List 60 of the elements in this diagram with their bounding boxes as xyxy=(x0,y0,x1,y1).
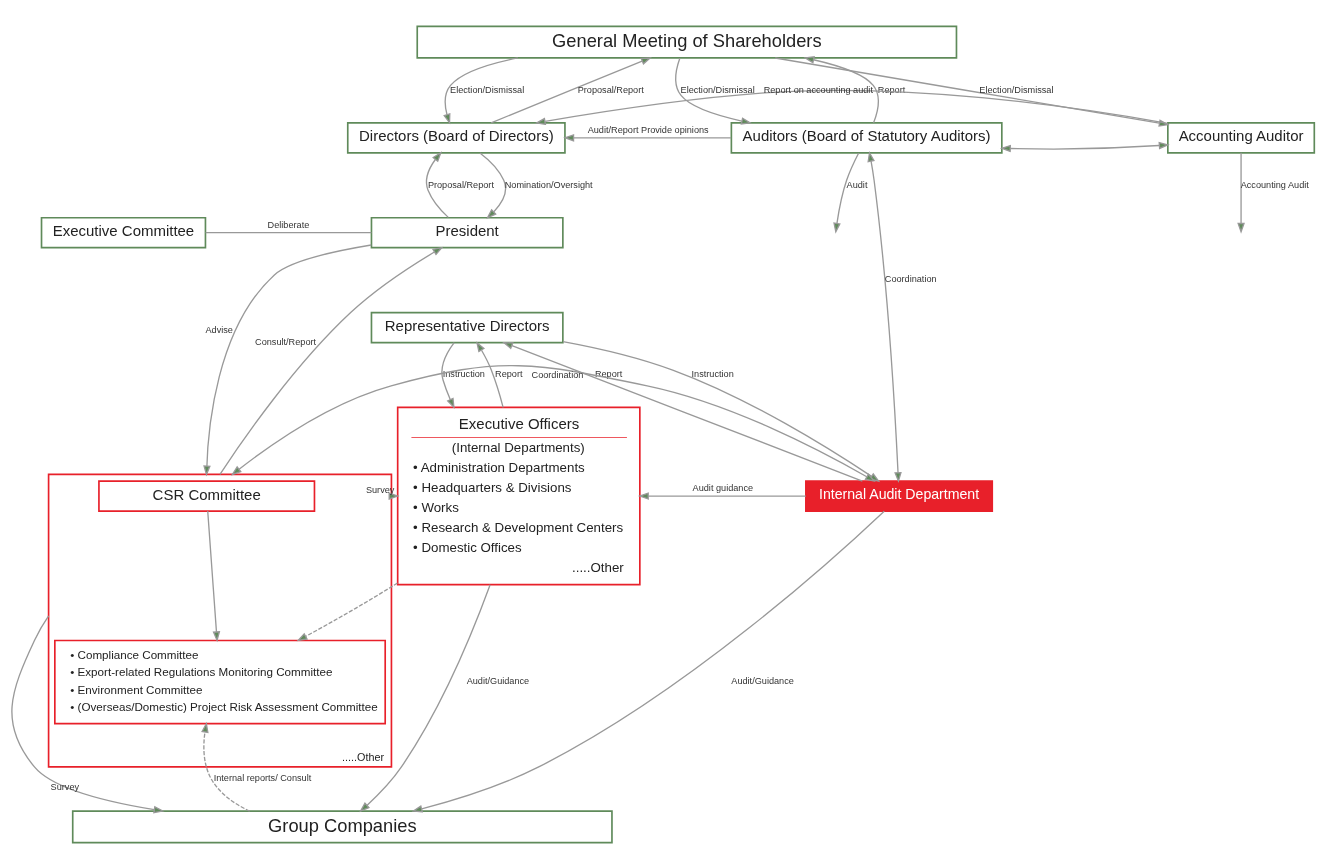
edge-label: Audit/Report Provide opinions xyxy=(587,124,709,135)
edge-label: Audit guidance xyxy=(692,482,754,493)
edge-label: Coordination xyxy=(531,369,584,380)
arrow xyxy=(203,243,372,476)
node-box: Auditors (Board of Statutory Auditors) xyxy=(730,121,1003,154)
arrow xyxy=(201,721,251,812)
arrow xyxy=(1237,151,1245,234)
edge-label: Election/Dismissal xyxy=(979,84,1054,95)
node-box: • Compliance Committee • Export-related Regulations Monitoring Committee • Environment Committee • (Overseas/Domestic) Project Risk Assessment Committee xyxy=(54,639,387,724)
edge-label: Election/Dismissal xyxy=(680,84,755,95)
arrow xyxy=(219,246,444,475)
arrow xyxy=(11,614,165,813)
node-box: Group Companies xyxy=(71,809,613,843)
edge-label: Proposal/Report xyxy=(427,179,494,190)
arrow xyxy=(490,56,652,123)
edge-label: Audit/Guidance xyxy=(731,675,794,686)
edge-label: Accounting Audit xyxy=(1240,179,1309,190)
edge-label: Coordination xyxy=(884,273,937,284)
node-box: Executive Committee xyxy=(40,216,207,248)
edge-label: Instruction xyxy=(442,368,485,379)
arrow xyxy=(230,364,876,482)
edge-label: Proposal/Report xyxy=(577,84,644,95)
edge-label: Deliberate xyxy=(267,219,310,230)
arrow xyxy=(207,509,221,642)
edge-label: Advise xyxy=(205,324,233,335)
arrow xyxy=(563,133,732,142)
arrow xyxy=(425,150,449,218)
arrow xyxy=(999,141,1170,152)
edge-label: Report xyxy=(877,84,906,95)
arrow xyxy=(443,56,519,125)
arrow xyxy=(359,583,491,812)
node-box: Directors (Board of Directors) xyxy=(346,121,566,154)
arrow xyxy=(833,151,860,234)
connector xyxy=(204,231,373,233)
edge-label: Consult/Report xyxy=(255,336,317,347)
node-box: Executive Officers (Internal Departments) • Administration Departments • Headquarters & Divisions • Works • Research & Development Centers • Domestic Offices .....Other xyxy=(396,406,641,586)
arrow xyxy=(637,491,807,500)
edge-label: Audit xyxy=(846,179,868,190)
arrow xyxy=(502,341,863,482)
node-box: Internal Audit Department xyxy=(805,479,994,512)
edge-label: Report xyxy=(495,368,523,379)
arrow xyxy=(441,341,455,409)
node-box: General Meeting of Shareholders xyxy=(416,25,958,59)
arrow xyxy=(476,340,504,408)
arrow xyxy=(675,57,753,125)
arrow xyxy=(296,581,399,641)
arrow xyxy=(411,510,885,813)
node-box: Representative Directors xyxy=(370,311,564,343)
edge-label: Internal reports/ Consult xyxy=(213,772,312,783)
edge-label: Audit/Guidance xyxy=(466,675,530,686)
edge-label: Report on accounting audit xyxy=(763,84,873,95)
edge-label: Instruction xyxy=(691,368,734,379)
arrow xyxy=(479,151,507,219)
arrow xyxy=(803,55,879,123)
node-box: CSR Committee xyxy=(98,479,316,512)
edge-label: Survey xyxy=(50,781,80,792)
edge-label: Nomination/Oversight xyxy=(504,179,593,190)
node-box: Accounting Auditor xyxy=(1167,121,1316,154)
edge-label: Election/Dismissal xyxy=(450,84,525,95)
node-box: President xyxy=(370,216,564,248)
